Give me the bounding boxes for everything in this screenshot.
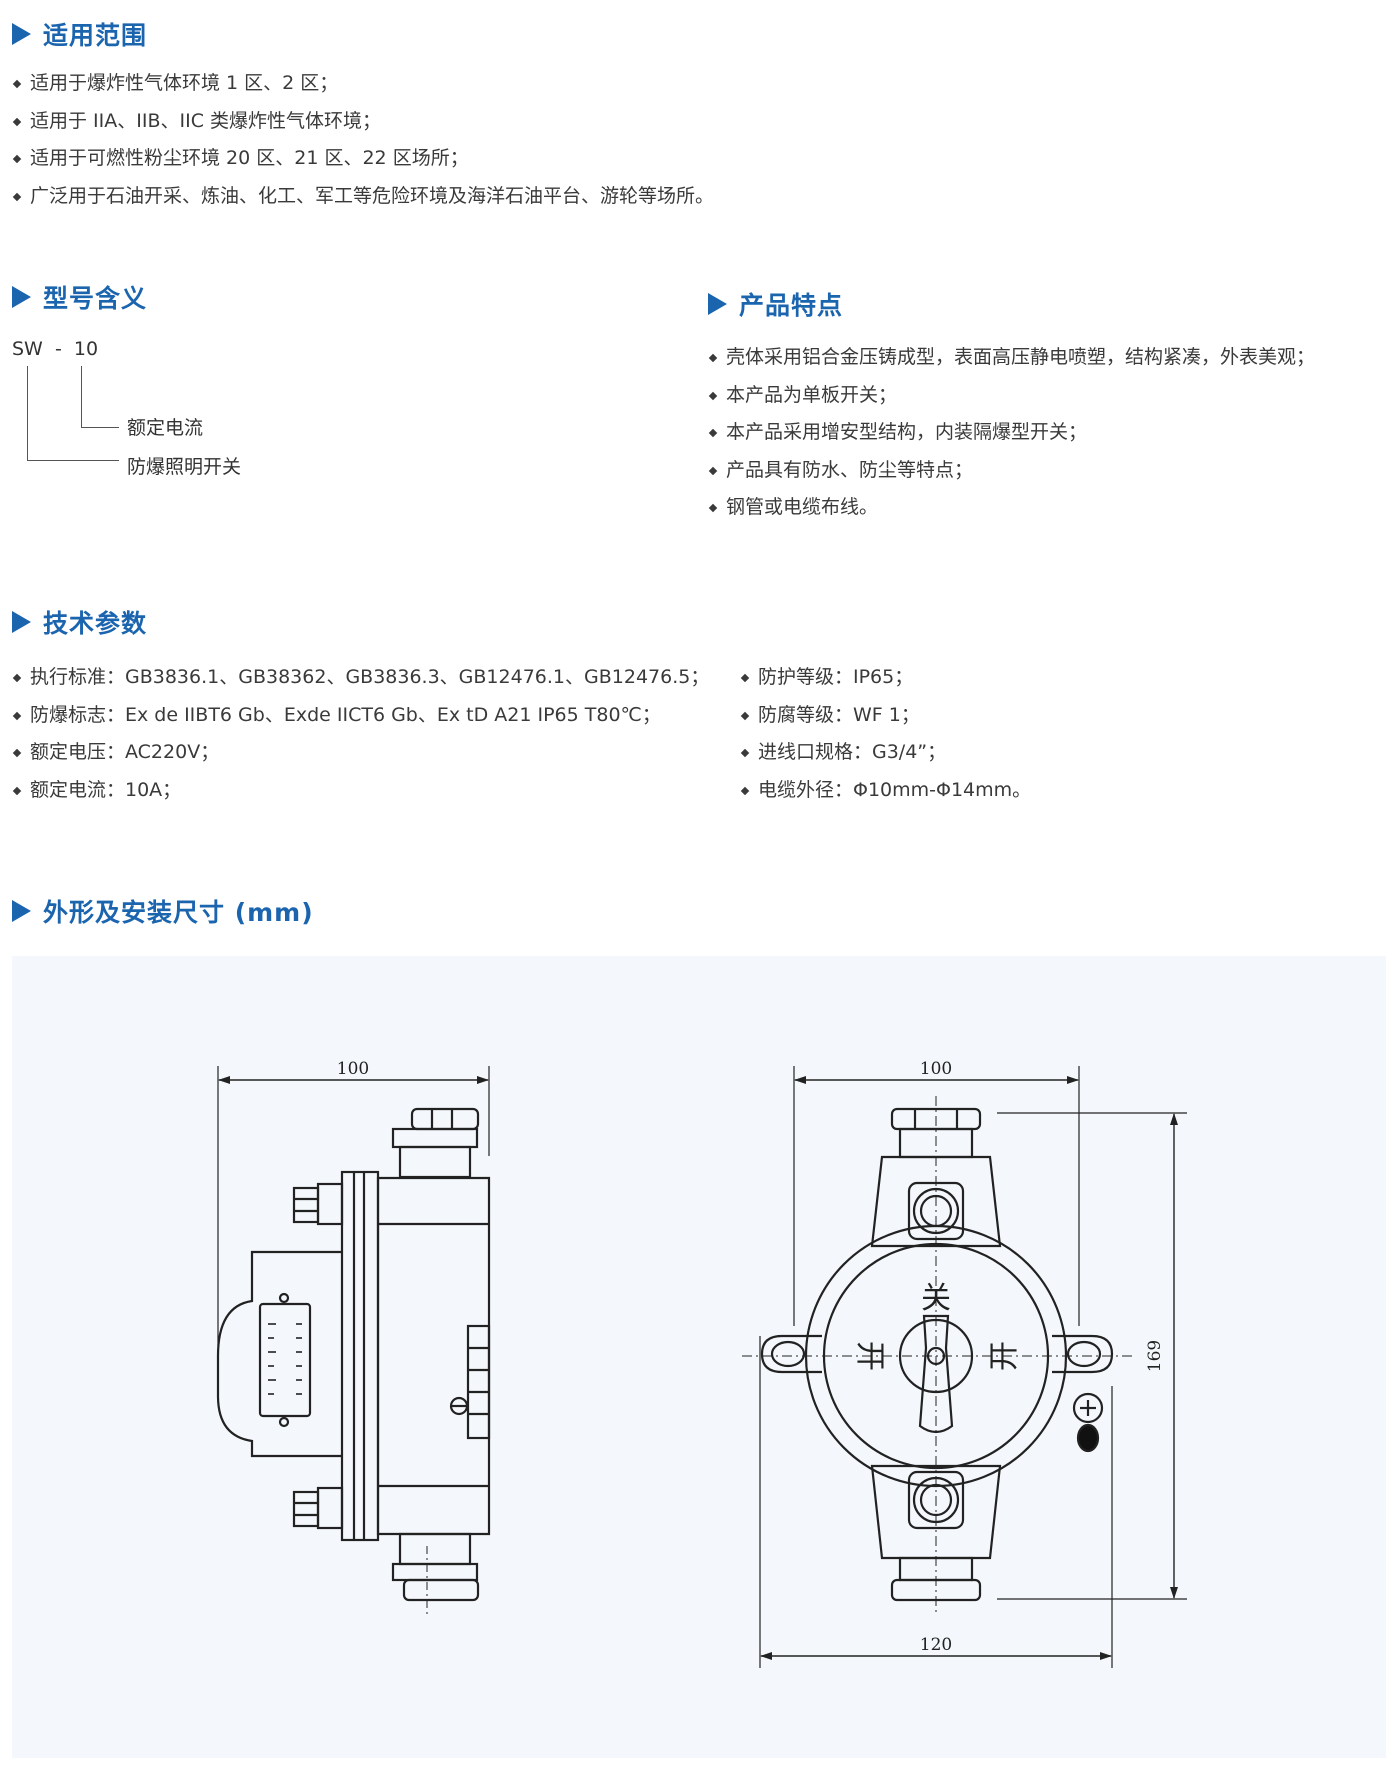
front-left-ear-hole xyxy=(770,1340,806,1368)
model-bracket-line xyxy=(81,427,119,428)
side-top-bolt xyxy=(292,1186,320,1224)
list-item: 电缆外径：Φ10mm-Φ14mm。 xyxy=(740,772,1031,810)
model-code-prefix: SW xyxy=(12,338,43,360)
front-ground-terminal-icon xyxy=(1072,1392,1104,1424)
side-window-ticks xyxy=(268,1323,302,1395)
list-item: 本产品为单板开关； xyxy=(708,377,1315,415)
scope-list: 适用于爆炸性气体环境 1 区、2 区； 适用于 IIA、IIB、IIC 类爆炸性… xyxy=(12,65,714,215)
side-flange-plate xyxy=(340,1170,380,1542)
side-width-label: 100 xyxy=(337,1059,369,1079)
side-ground-screw-icon xyxy=(449,1396,469,1416)
list-item: 壳体采用铝合金压铸成型，表面高压静电喷塑，结构紧凑，外表美观； xyxy=(708,339,1315,377)
drawing-panel: 100 xyxy=(12,956,1386,1758)
tech-list-left: 执行标准：GB3836.1、GB38362、GB3836.3、GB12476.1… xyxy=(12,659,709,809)
model-code: SW - 10 xyxy=(12,338,98,360)
model-bracket-line xyxy=(81,366,82,427)
model-label-current: 额定电流 xyxy=(127,417,204,439)
side-indicator-window xyxy=(258,1302,312,1418)
section-title-text: 技术参数 xyxy=(43,609,148,638)
list-item: 广泛用于石油开采、炼油、化工、军工等危险环境及海洋石油平台、游轮等场所。 xyxy=(12,178,714,216)
list-item: 防腐等级：WF 1； xyxy=(740,697,1031,735)
section-title-text: 产品特点 xyxy=(739,291,844,320)
front-base-label: 120 xyxy=(920,1635,952,1655)
side-terminal-block xyxy=(466,1324,491,1440)
list-item: 适用于可燃性粉尘环境 20 区、21 区、22 区场所； xyxy=(12,140,714,178)
list-item: 防爆标志：Ex de IIBT6 Gb、Exde IICT6 Gb、Ex tD … xyxy=(12,697,709,735)
side-top-gland-body xyxy=(398,1145,472,1179)
list-item: 防护等级：IP65； xyxy=(740,659,1031,697)
front-top-bolt-icon xyxy=(912,1187,960,1235)
model-bracket-line xyxy=(27,366,28,460)
tech-list-right: 防护等级：IP65； 防腐等级：WF 1； 进线口规格：G3/4”； 电缆外径：… xyxy=(740,659,1031,809)
side-top-gland-cap xyxy=(410,1107,480,1131)
side-top-gland-nut xyxy=(391,1127,479,1149)
list-item: 执行标准：GB3836.1、GB38362、GB3836.3、GB12476.1… xyxy=(12,659,709,697)
list-item: 适用于爆炸性气体环境 1 区、2 区； xyxy=(12,65,714,103)
section-title-text: 适用范围 xyxy=(43,21,148,50)
front-right-ear-hole xyxy=(1066,1340,1102,1368)
model-bracket-line xyxy=(27,460,119,461)
section-title-model: 型号含义 xyxy=(12,279,147,315)
section-title-text: 外形及安装尺寸 (mm) xyxy=(43,898,314,927)
side-view: 100 xyxy=(216,1059,491,1616)
front-height-label: 169 xyxy=(1145,1340,1165,1372)
list-item: 进线口规格：G3/4”； xyxy=(740,734,1031,772)
model-label-product: 防爆照明开关 xyxy=(127,456,242,478)
list-item: 钢管或电缆布线。 xyxy=(708,489,1315,527)
side-bottom-bolt xyxy=(292,1490,320,1528)
side-housing-body xyxy=(376,1176,491,1536)
side-bottom-bolt-boss xyxy=(316,1486,344,1530)
list-item: 本产品采用增安型结构，内装隔爆型开关； xyxy=(708,414,1315,452)
features-list: 壳体采用铝合金压铸成型，表面高压静电喷塑，结构紧凑，外表美观； 本产品为单板开关… xyxy=(708,339,1315,527)
list-item: 额定电压：AC220V； xyxy=(12,734,709,772)
section-title-scope: 适用范围 xyxy=(12,16,147,52)
front-left-mounting-ear xyxy=(760,1334,822,1374)
side-bottom-gland-body xyxy=(398,1532,472,1566)
front-upper-housing xyxy=(870,1155,1002,1248)
model-code-suffix: 10 xyxy=(73,338,99,360)
triangle-bullet-icon xyxy=(12,900,31,922)
triangle-bullet-icon xyxy=(12,23,31,45)
side-top-bolt-boss xyxy=(316,1182,344,1226)
side-bottom-gland-cap xyxy=(402,1578,480,1602)
triangle-bullet-icon xyxy=(12,286,31,308)
triangle-bullet-icon xyxy=(12,611,31,633)
front-switch-knob-icon xyxy=(918,1314,954,1434)
list-item: 适用于 IIA、IIB、IIC 类爆炸性气体环境； xyxy=(12,103,714,141)
front-ground-lug xyxy=(1076,1423,1100,1453)
list-item: 额定电流：10A； xyxy=(12,772,709,810)
front-right-mounting-ear xyxy=(1052,1334,1114,1374)
front-view: 100 169 120 xyxy=(742,1059,1187,1668)
section-title-tech: 技术参数 xyxy=(12,604,147,640)
front-width-label: 100 xyxy=(920,1059,952,1079)
side-window-screw xyxy=(278,1292,290,1304)
side-bottom-gland-nut xyxy=(391,1562,479,1582)
section-title-features: 产品特点 xyxy=(708,286,843,322)
list-item: 产品具有防水、防尘等特点； xyxy=(708,452,1315,490)
section-title-text: 型号含义 xyxy=(43,284,148,313)
side-cover-dome xyxy=(216,1250,342,1458)
section-title-dimensions: 外形及安装尺寸 (mm) xyxy=(12,893,314,929)
dimension-drawing: 100 xyxy=(216,1059,1187,1668)
side-window-screw xyxy=(278,1416,290,1428)
triangle-bullet-icon xyxy=(708,293,727,315)
model-code-sep: - xyxy=(54,338,62,360)
